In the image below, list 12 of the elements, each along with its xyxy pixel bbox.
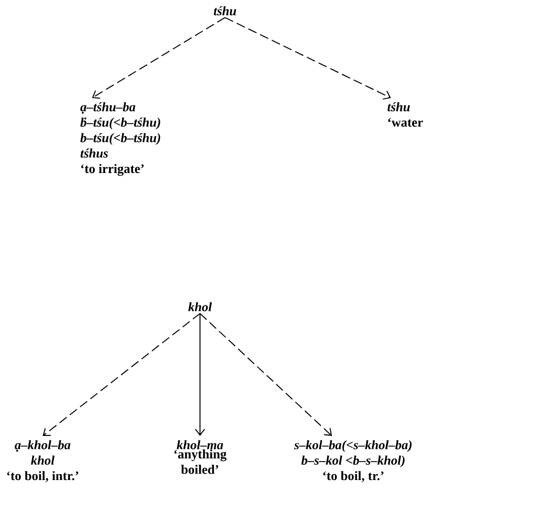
word-forms: ạ–khol–ba khol ‘to boil, intr.’ [7,440,78,482]
arrow [224,17,391,100]
word-forms: khol–ma ‘anything boiled’ [174,440,226,474]
word-forms: s–kol–ba(<s–khol–ba) b–s–kol <b–s–khol) ‘to boil, tr.’ [294,440,412,482]
word-label: tśhu [214,6,236,16]
word-forms: tśhu ‘water [388,102,423,127]
arrow [200,313,332,436]
word-forms: ạ–tśhu–ba ḃ–tśu(<b–tśhu) b–tśu(<b–tśhu) tśhus ‘to irrigate’ [80,102,160,176]
word-label: khol [188,302,212,312]
arrow [195,313,205,436]
arrow [42,313,200,436]
arrow [92,17,226,99]
